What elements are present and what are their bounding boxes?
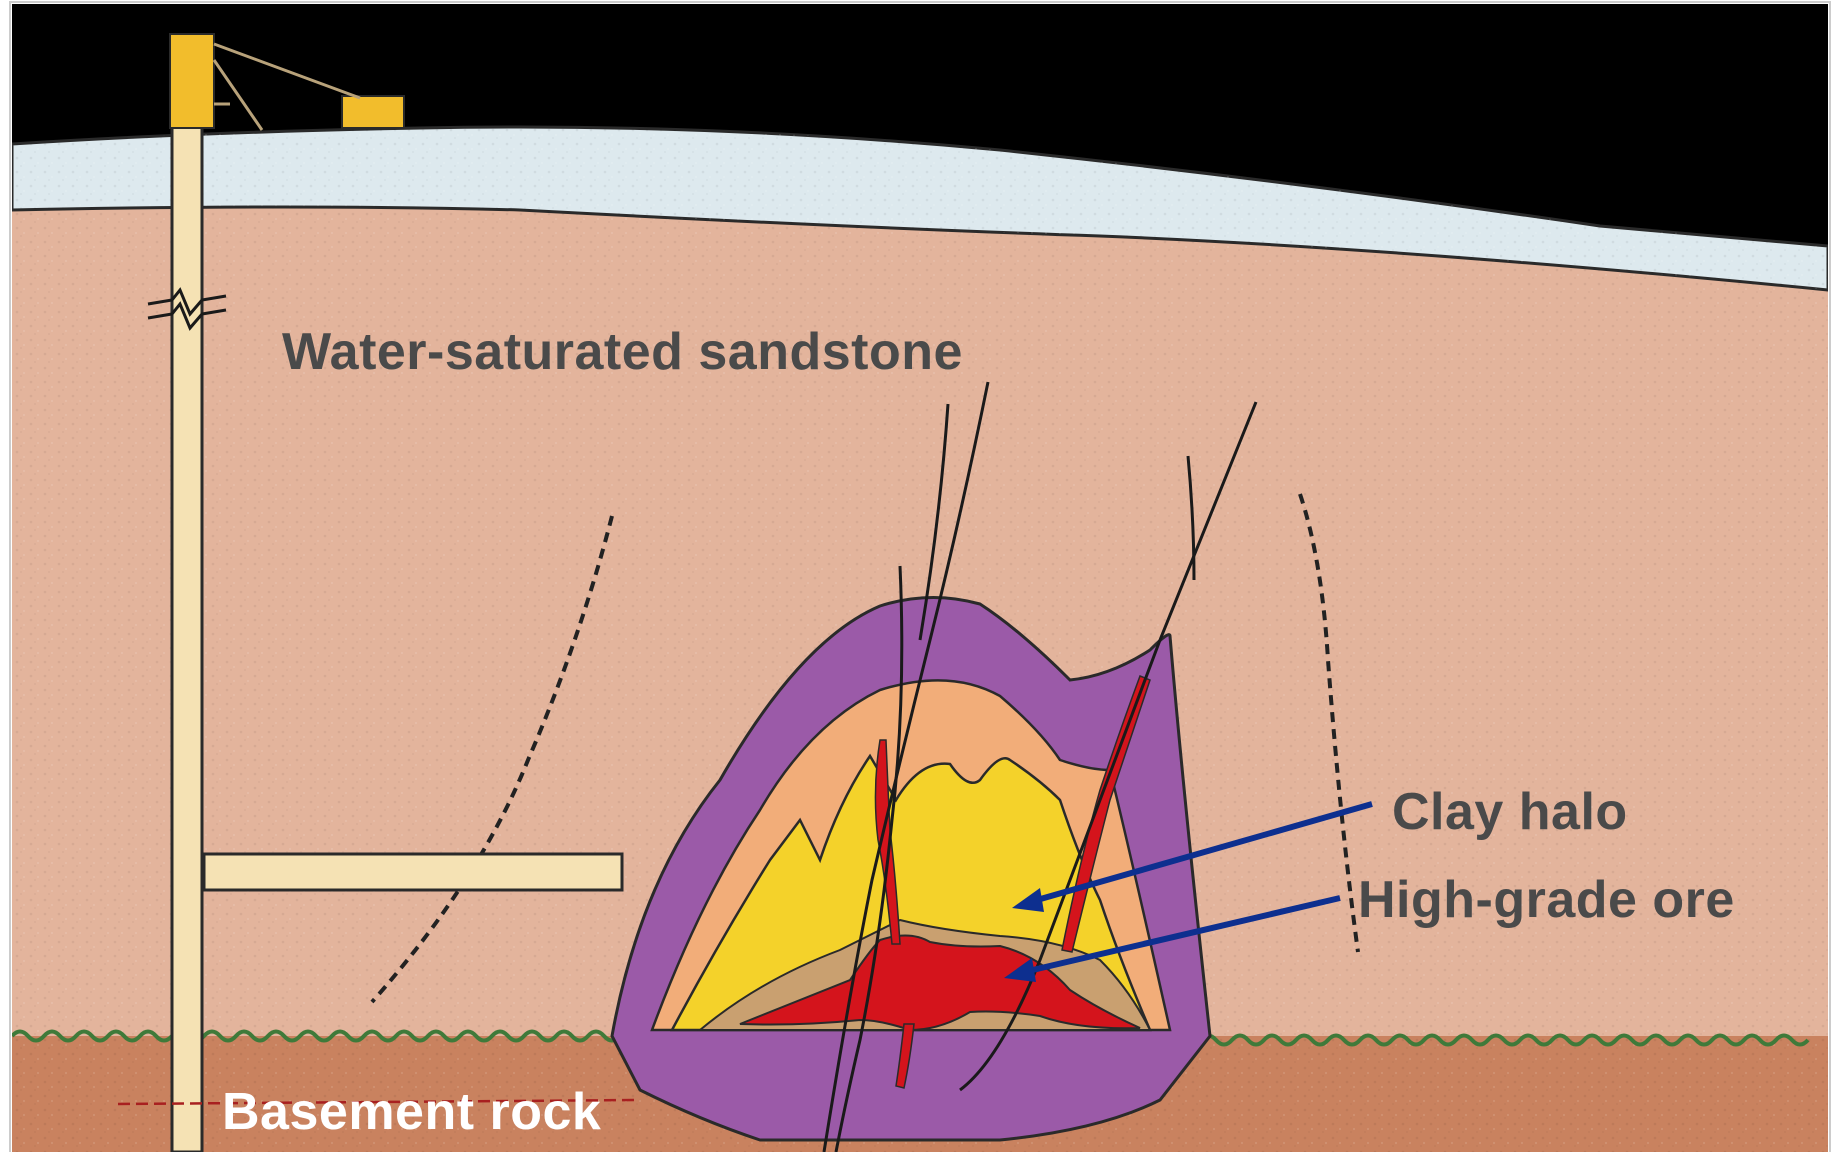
hoist-house — [342, 96, 404, 128]
label-basement-rock: Basement rock — [222, 1082, 601, 1142]
mine-shaft — [172, 120, 202, 1152]
label-water-saturated-sandstone: Water-saturated sandstone — [282, 322, 963, 382]
label-high-grade-ore: High-grade ore — [1358, 870, 1735, 930]
headframe-tower — [170, 34, 214, 128]
horizontal-drift — [204, 854, 622, 890]
label-clay-halo: Clay halo — [1392, 782, 1628, 842]
